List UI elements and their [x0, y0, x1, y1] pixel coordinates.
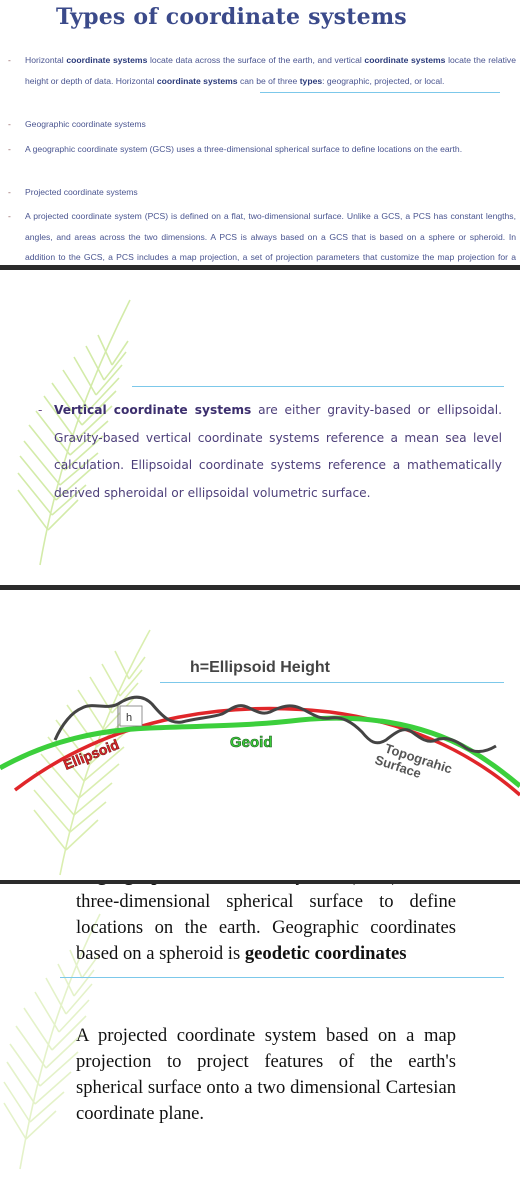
bullet-gcs-definition: -A geographic coordinate system (GCS) us… — [8, 139, 516, 160]
geoid-label: Geoid — [230, 734, 273, 751]
slide-coordinate-types: Types of coordinate systems -Horizontal … — [0, 0, 520, 265]
bullet-geographic-heading: -Geographic coordinate systems — [8, 114, 516, 135]
decorative-line — [60, 977, 504, 978]
decorative-line — [132, 386, 504, 387]
slide-gcs-pcs: A geographic coordinate system (GCS) use… — [0, 884, 520, 1178]
slide-vertical-systems: -Vertical coordinate systems are either … — [0, 270, 520, 585]
slide-separator — [0, 585, 520, 590]
bullet-text: A projected coordinate system (PCS) is d… — [25, 211, 516, 262]
bullet-pcs-definition: -A projected coordinate system (PCS) is … — [8, 206, 516, 265]
fern-leaf-decoration — [3, 913, 101, 1170]
decorative-line — [160, 682, 504, 683]
slide-title: Types of coordinate systems — [56, 4, 407, 30]
bullet-text: Projected coordinate systems — [25, 187, 138, 197]
topographic-curve — [53, 695, 497, 754]
slide-height-diagram: h=Ellipsoid Height h Ellipsoid Geoid Top… — [0, 590, 520, 880]
bullet-text: Horizontal coordinate systems locate dat… — [25, 55, 516, 86]
height-marker — [119, 705, 143, 727]
bullet-projected-heading: -Projected coordinate systems — [8, 182, 516, 203]
vertical-systems-bullet: -Vertical coordinate systems are either … — [38, 397, 502, 507]
diagram-title: h=Ellipsoid Height — [190, 659, 331, 676]
ellipsoid-curve — [13, 706, 520, 797]
slide-separator — [0, 880, 520, 884]
bullet-text: Geographic coordinate systems — [25, 119, 146, 129]
bullet-text: Vertical coordinate systems are either g… — [54, 403, 503, 500]
bullet-text: A geographic coordinate system (GCS) use… — [25, 144, 463, 154]
pcs-paragraph: A projected coordinate system based on a… — [76, 1025, 456, 1124]
fern-leaf-decoration — [17, 299, 131, 566]
decorative-line — [260, 92, 500, 93]
gcs-paragraph: A geographic coordinate system (GCS) use… — [76, 884, 456, 964]
slide-separator — [0, 265, 520, 270]
ellipsoid-height-diagram: h=Ellipsoid Height h Ellipsoid Geoid Top… — [0, 659, 520, 797]
height-label: h — [126, 712, 132, 724]
bullet-horizontal-vertical: -Horizontal coordinate systems locate da… — [8, 50, 516, 91]
